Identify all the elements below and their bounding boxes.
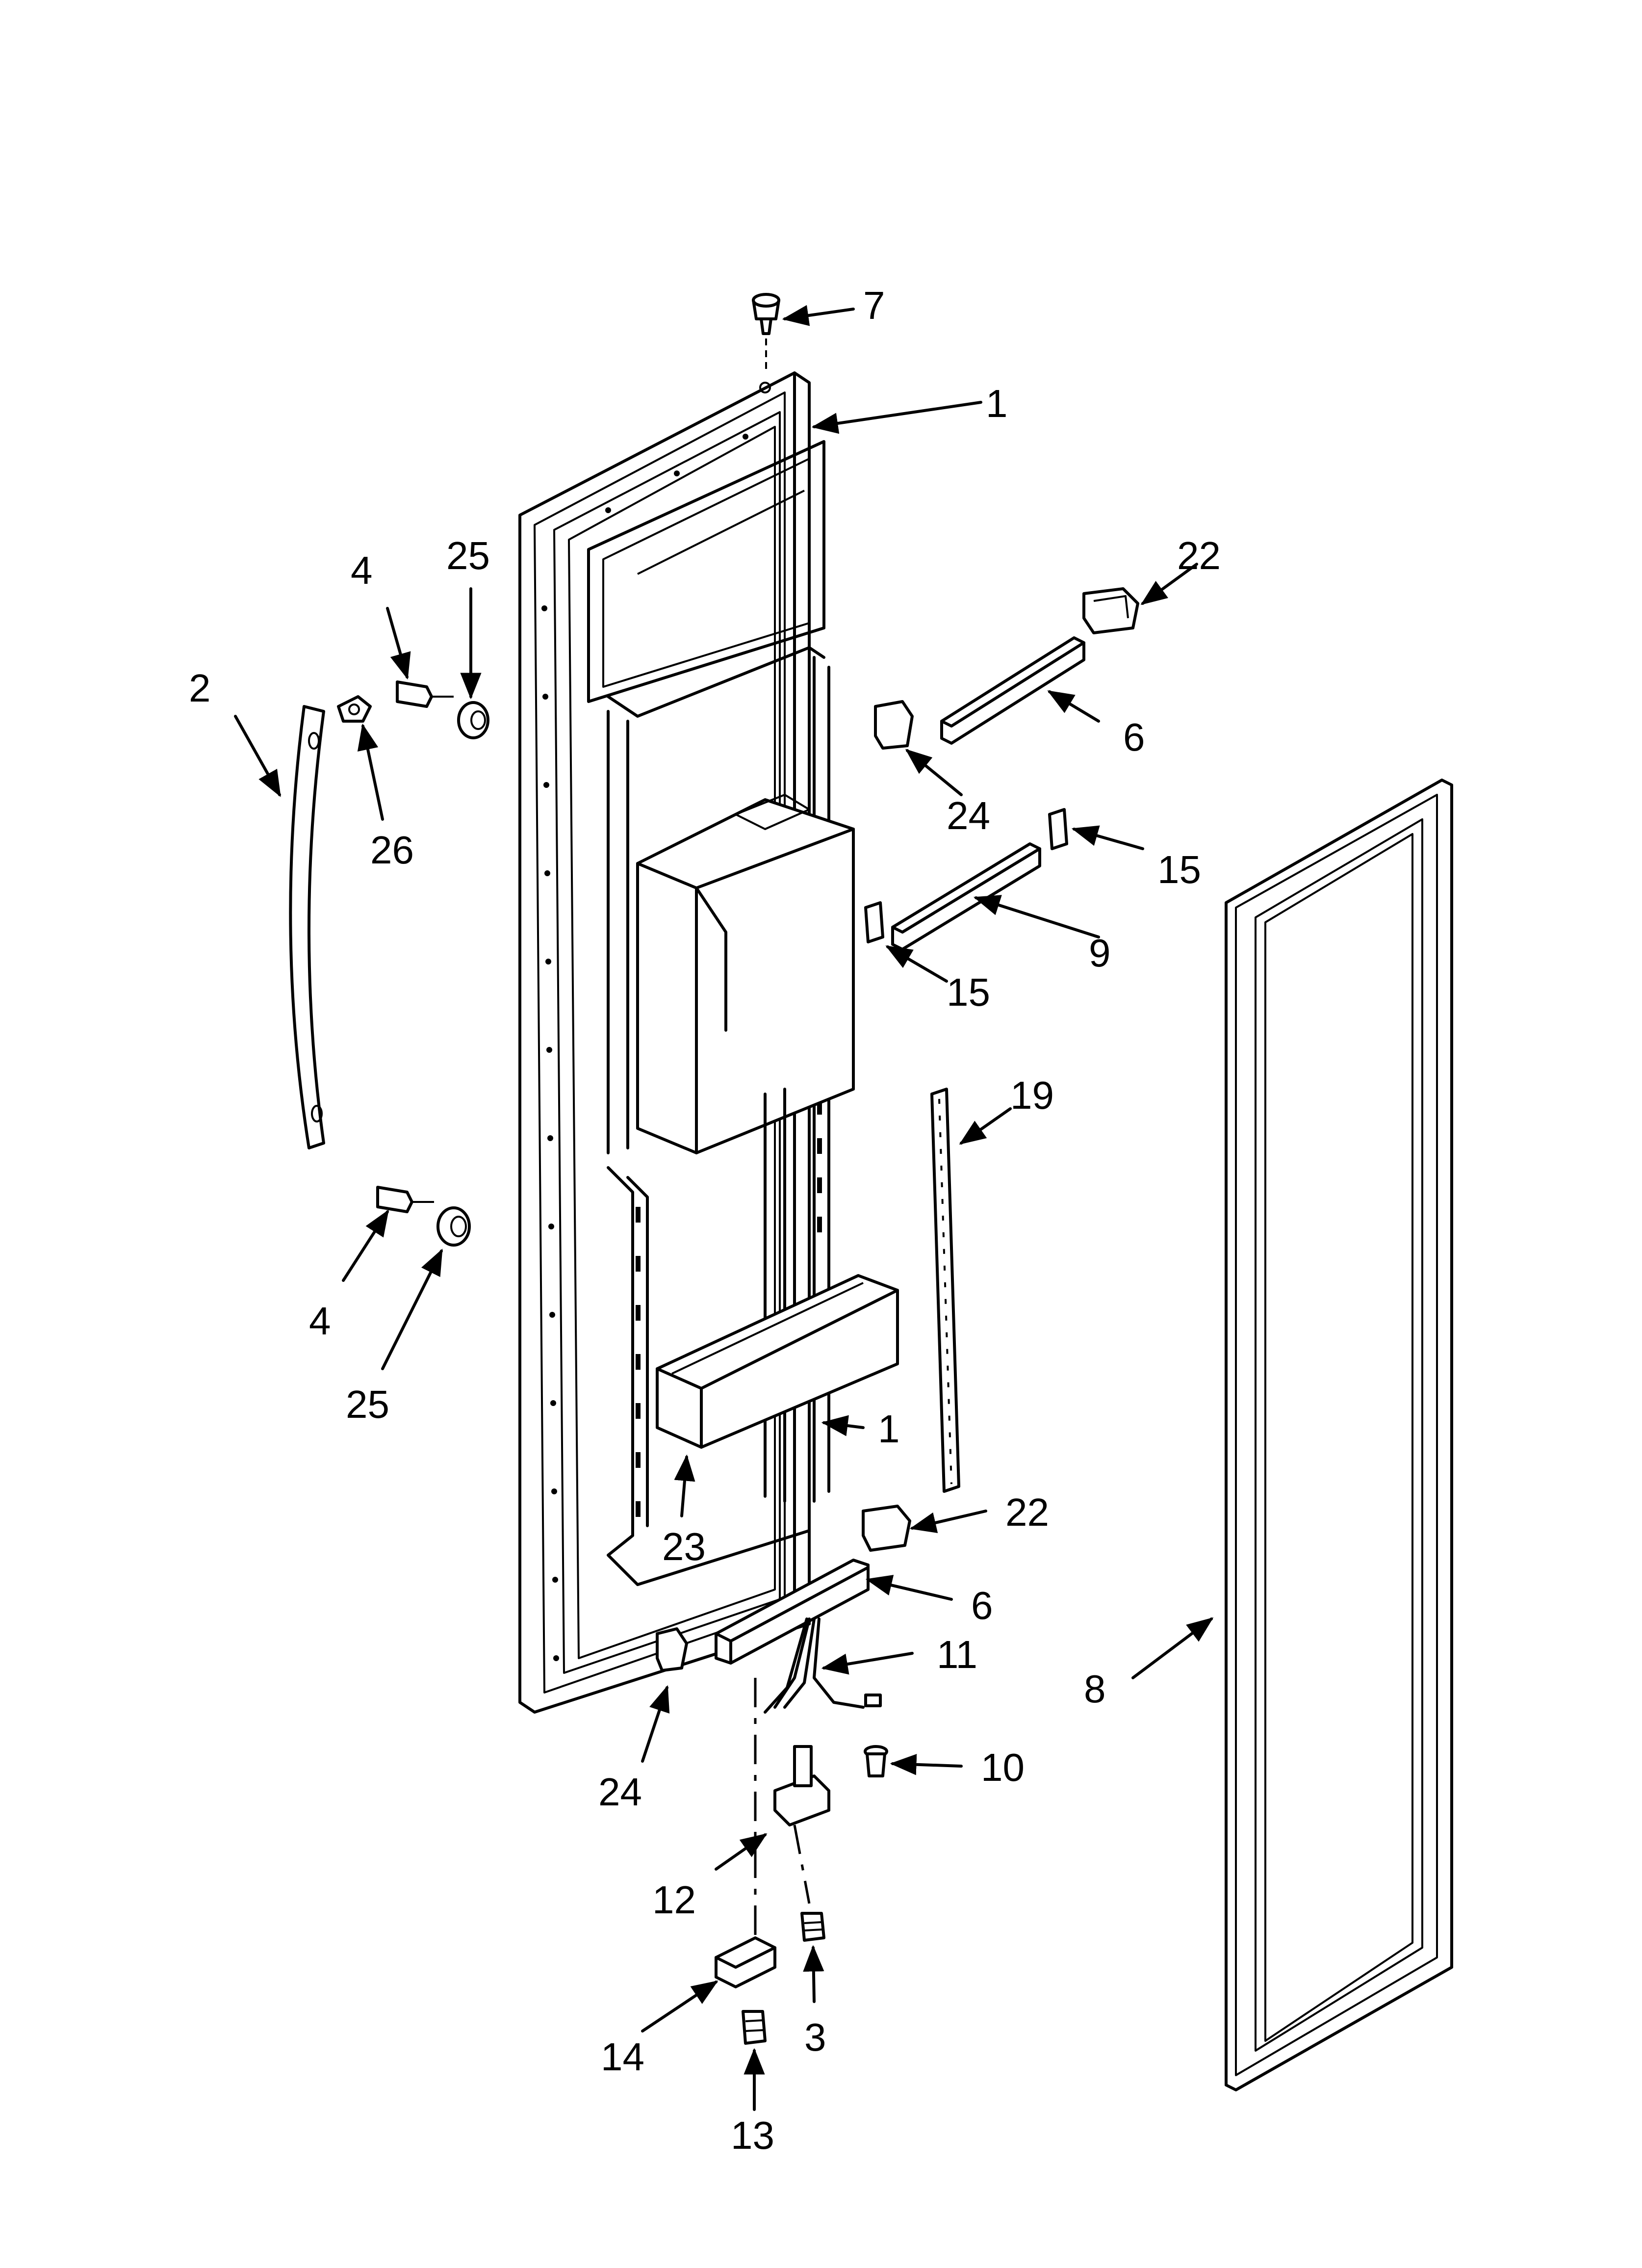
dispenser-housing — [636, 794, 855, 1503]
handle-spacer-top — [457, 701, 489, 739]
end-cap-22-bottom — [862, 1505, 911, 1552]
callout-26: 26 — [370, 828, 414, 872]
door-handle — [289, 705, 325, 1149]
callout-24-top: 24 — [947, 794, 990, 837]
callout-6-top: 6 — [1123, 715, 1145, 759]
hinge-screw-axis-line — [793, 1825, 811, 1904]
handle-spacer-bottom — [436, 1206, 471, 1247]
callout-25-bottom: 25 — [346, 1382, 389, 1426]
bracket-screw-13 — [742, 2010, 767, 2045]
end-cap-24-bottom — [656, 1627, 688, 1672]
callout-25-top: 25 — [446, 534, 490, 577]
callout-6-bottom: 6 — [971, 1584, 993, 1627]
wire-harness-11 — [764, 1617, 882, 1714]
hole-plug-26 — [337, 695, 372, 723]
hinge-bracket-14 — [715, 1936, 776, 1988]
handle-screw-bottom — [376, 1186, 434, 1213]
callout-3: 3 — [804, 2015, 826, 2059]
clip-15-left — [864, 901, 884, 943]
callout-8: 8 — [1084, 1667, 1106, 1711]
callout-4-bottom: 4 — [309, 1299, 331, 1343]
upper-shelf-rail-6 — [940, 636, 1085, 745]
callout-10: 10 — [981, 1746, 1025, 1789]
callout-9: 9 — [1089, 931, 1111, 975]
callout-14: 14 — [601, 2035, 644, 2079]
top-plug — [752, 293, 780, 373]
handle-screw-top — [396, 680, 454, 708]
end-cap-22-top — [1082, 587, 1139, 634]
callout-11: 11 — [937, 1633, 977, 1676]
callout-4-top: 4 — [351, 548, 373, 592]
hinge-screw-3 — [800, 1912, 825, 1942]
callout-24-bottom: 24 — [598, 1770, 642, 1814]
callout-1-mid: 1 — [878, 1407, 900, 1451]
callout-19: 19 — [1010, 1073, 1054, 1117]
hinge-pin-12 — [773, 1745, 830, 1826]
callout-15-right: 15 — [1157, 848, 1201, 891]
vertical-rail-19 — [930, 1088, 960, 1493]
end-cap-24-top — [874, 700, 914, 750]
callout-22-top: 22 — [1177, 534, 1221, 577]
callout-22-bottom: 22 — [1005, 1490, 1049, 1534]
callout-12: 12 — [652, 1878, 696, 1922]
clip-15-right — [1048, 808, 1068, 850]
callout-2: 2 — [189, 666, 211, 710]
door-side-screw-holes — [541, 382, 771, 1661]
screw-10 — [864, 1745, 888, 1777]
door-gasket — [1225, 779, 1453, 2091]
callout-15-left: 15 — [947, 970, 990, 1014]
leader-lines — [234, 305, 1214, 2111]
callout-1-top: 1 — [986, 382, 1008, 425]
callout-13: 13 — [731, 2113, 774, 2157]
callout-labels: 7 1 22 4 25 2 26 6 24 15 9 15 19 4 25 1 … — [189, 284, 1221, 2157]
callout-7: 7 — [863, 284, 885, 327]
door-bin — [656, 1274, 899, 1449]
shelf-rail-9 — [891, 842, 1041, 951]
callout-23: 23 — [662, 1525, 706, 1568]
